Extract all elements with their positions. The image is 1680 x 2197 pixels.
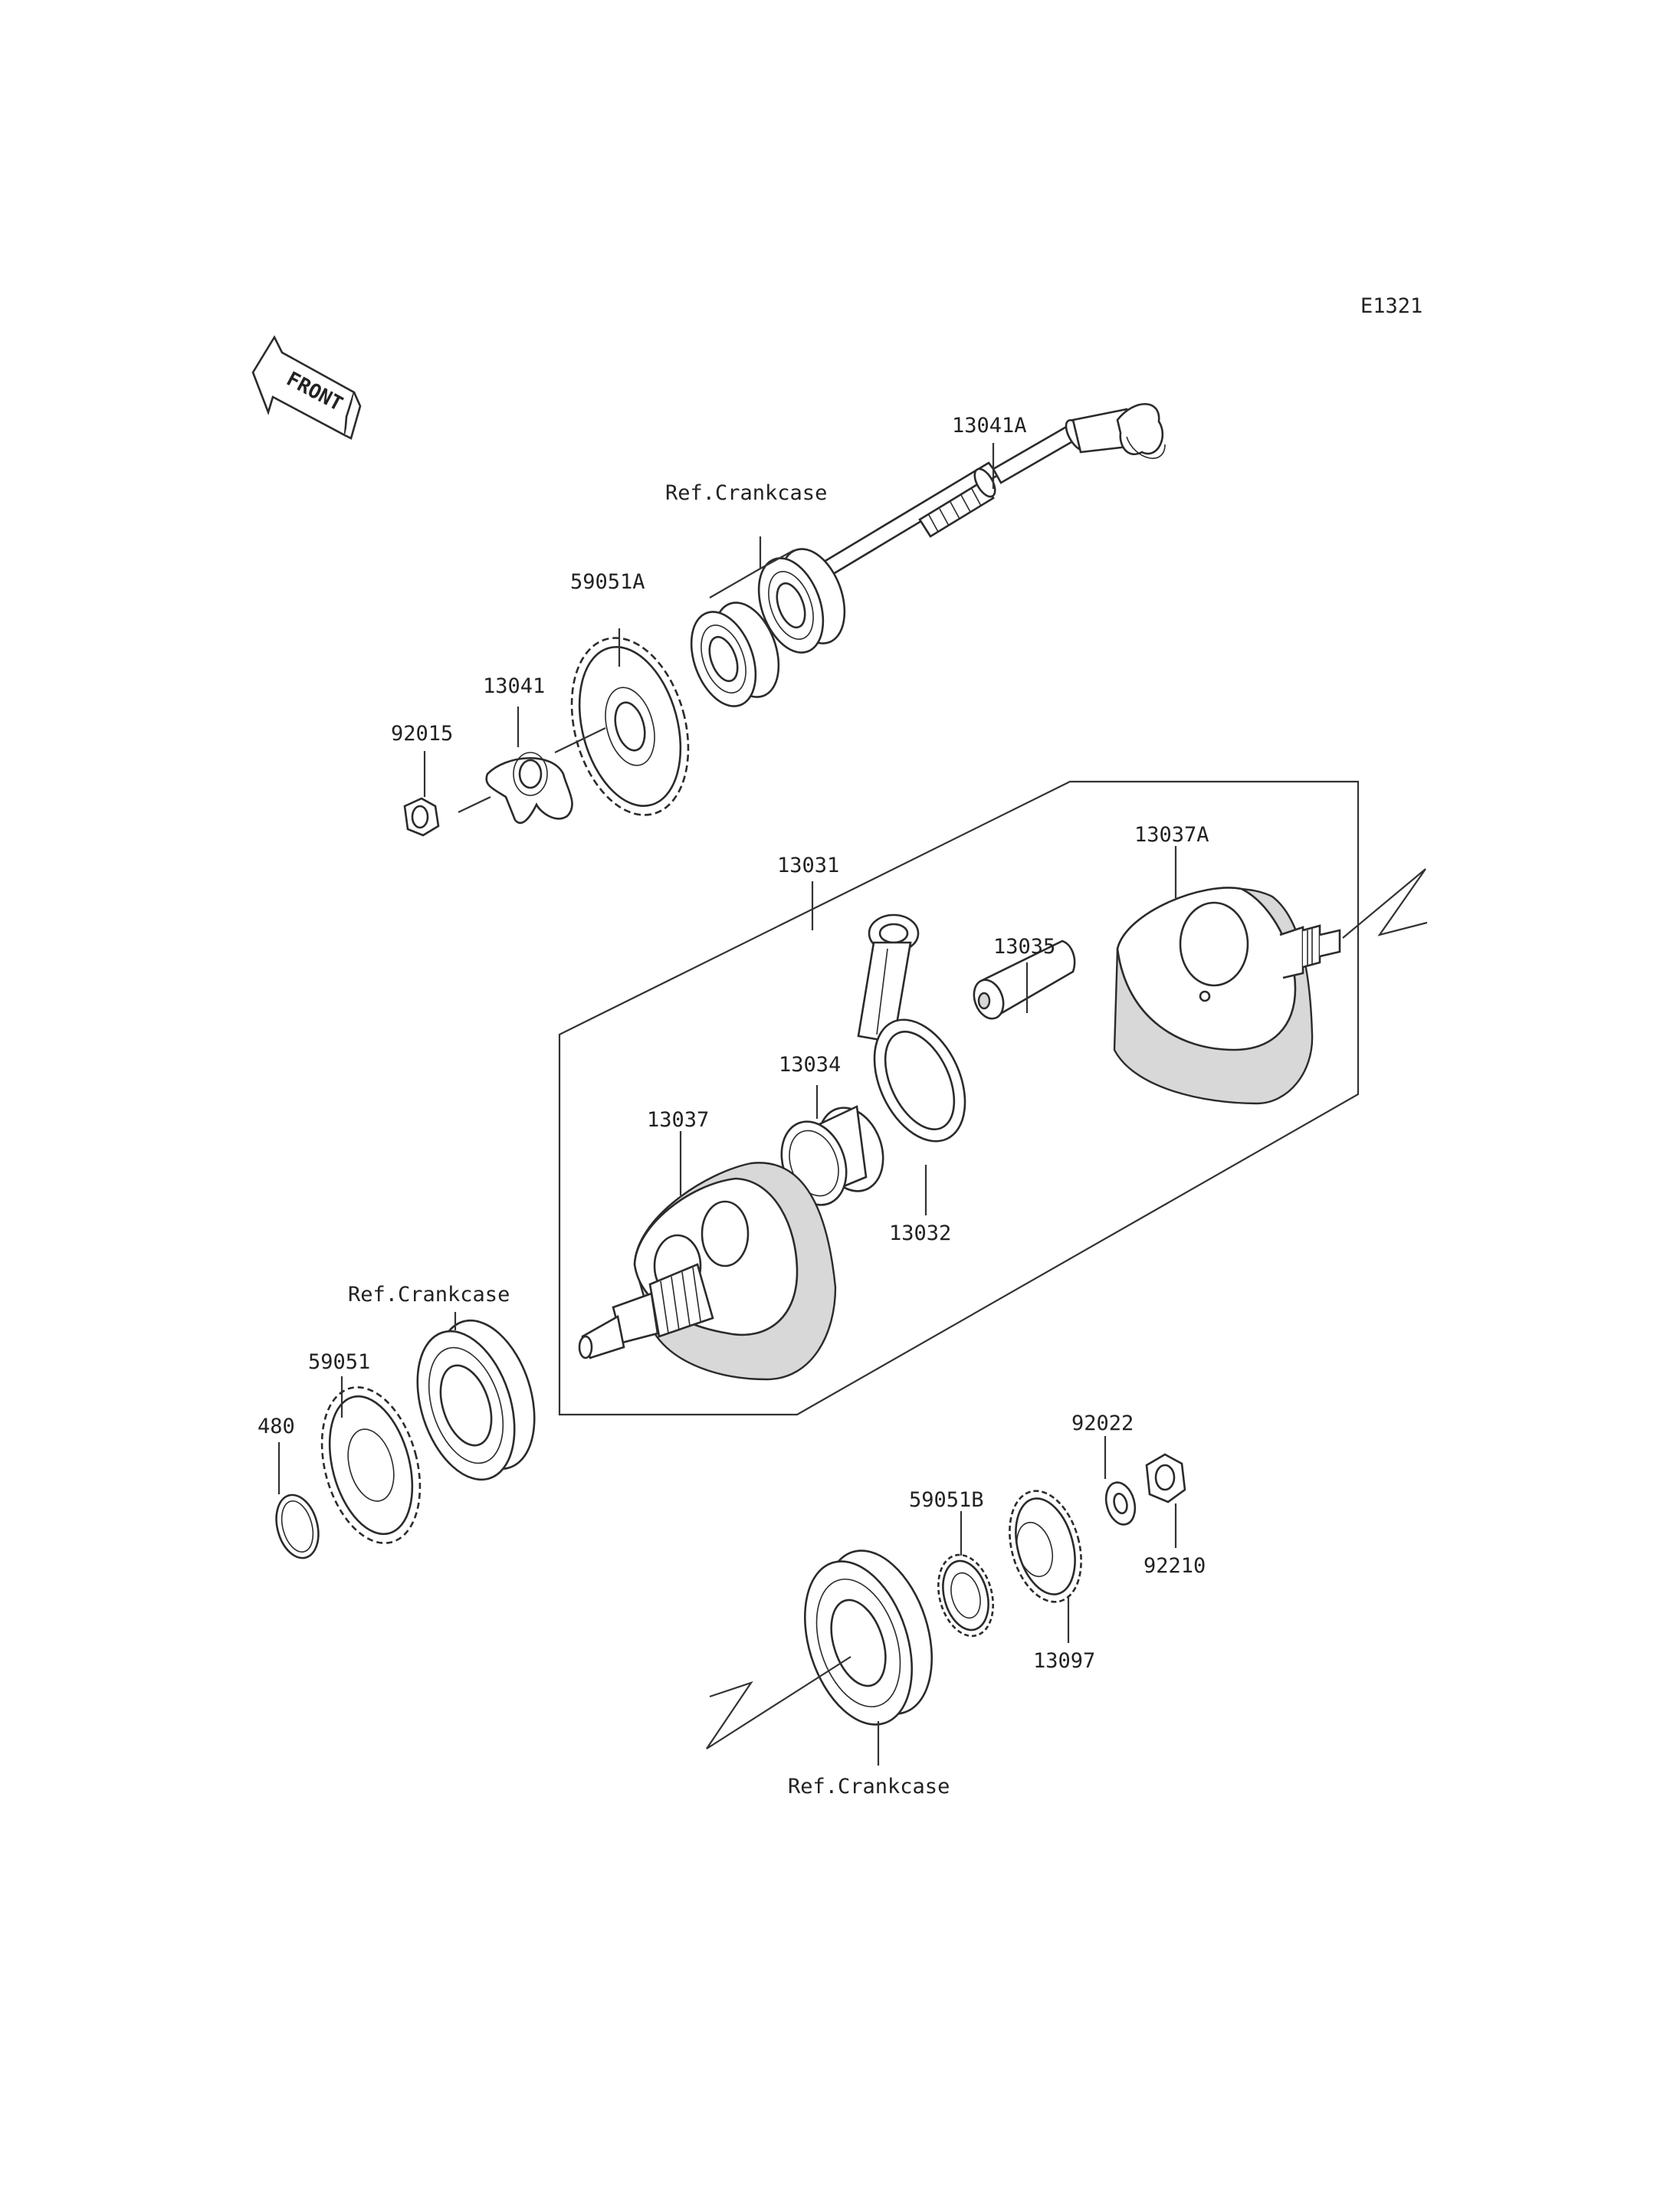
- gear-13097: [1009, 1490, 1082, 1603]
- crank-flywheel-right: [1113, 887, 1341, 1105]
- label-13034: 13034: [779, 1053, 841, 1077]
- label-13041A: 13041A: [952, 414, 1027, 438]
- bearing-bottom: [803, 1549, 934, 1726]
- axis-arrow: [706, 1656, 851, 1749]
- label-13031: 13031: [777, 854, 839, 877]
- axis-line: [554, 727, 606, 753]
- crankshaft-assembly-box: [558, 780, 1360, 1416]
- label-92015: 92015: [391, 722, 453, 746]
- label-ref-crankcase-left: Ref.Crankcase: [348, 1283, 510, 1307]
- label-13032: 13032: [889, 1221, 951, 1245]
- nut-92210: [1145, 1453, 1186, 1503]
- label-13037: 13037: [647, 1108, 709, 1132]
- diagram-code: E1321: [1360, 294, 1422, 318]
- label-ref-crankcase-top: Ref.Crankcase: [665, 481, 827, 505]
- label-59051: 59051: [308, 1350, 370, 1374]
- bearing-top-left: [690, 602, 780, 707]
- axis-arrow: [1342, 868, 1428, 939]
- label-59051B: 59051B: [909, 1488, 984, 1512]
- label-59051A: 59051A: [570, 570, 645, 594]
- label-92022: 92022: [1071, 1412, 1134, 1435]
- bearing-left: [416, 1319, 536, 1481]
- balancer-weight-13041: [485, 752, 573, 825]
- label-13097: 13097: [1033, 1649, 1095, 1673]
- bearing-top-right: [757, 548, 846, 654]
- gear-59051B: [937, 1553, 994, 1638]
- gear-59051: [320, 1386, 422, 1544]
- crank-flywheel-left: [578, 1162, 837, 1381]
- label-ref-crankcase-bottom: Ref.Crankcase: [788, 1775, 950, 1799]
- label-13035: 13035: [993, 935, 1055, 959]
- axis-line: [458, 796, 491, 813]
- front-arrow-icon: FRONT: [251, 335, 362, 440]
- connecting-rod: [857, 913, 966, 1143]
- balancer-shaft: [808, 403, 1166, 586]
- label-92210: 92210: [1144, 1554, 1206, 1578]
- washer-92022: [1104, 1481, 1137, 1526]
- label-480: 480: [258, 1415, 295, 1438]
- label-13041: 13041: [483, 674, 545, 698]
- gear-59051A: [570, 637, 690, 816]
- nut-92015: [403, 797, 440, 837]
- label-13037A: 13037A: [1134, 823, 1209, 847]
- circlip-480: [275, 1494, 320, 1559]
